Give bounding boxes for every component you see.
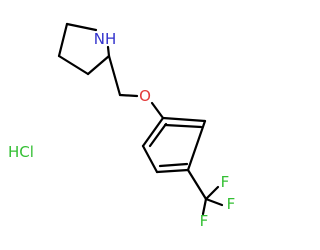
bond-ar2-ar3 [186,119,207,172]
bond-c4-c5 [57,54,90,76]
bond-c5-c2 [86,54,111,76]
bond-ar1-ar2 [161,116,207,123]
oxygen-label: O [139,87,151,105]
pyrrolidine-ring [57,22,111,76]
trifluoromethyl-group [186,168,224,216]
bond-c3-c4 [57,22,69,58]
bond-ch2-o [118,93,139,98]
bond-ar5-ar6 [141,116,165,148]
benzene-ring [141,116,207,174]
bond-n-c3 [65,22,98,32]
fluorine-label-3: F [200,212,209,230]
bond-ar5-ar6-inner [148,122,168,148]
bond-o-aryl [150,101,165,120]
bond-c2-ch2 [107,54,122,97]
bond-ar1-ar2-inner [163,123,203,129]
fluorine-label-1: F [221,173,230,191]
nitrogen-label: NH [94,30,117,48]
bond-c-f1 [204,185,220,201]
bond-c-f2 [204,197,224,207]
bond-ar4-ar5 [141,144,159,174]
fluorine-label-2: F [227,195,236,213]
bond-aryl-cf3 [186,168,208,201]
bond-c2-n [106,45,111,58]
bond-ar3-ar4 [155,168,190,174]
bond-ar3-ar4-inner [158,162,189,168]
molecule-structure: NH O F F F HCl [8,22,236,230]
bond-c-f3 [201,197,208,216]
hydrochloride-label: HCl [8,143,34,161]
